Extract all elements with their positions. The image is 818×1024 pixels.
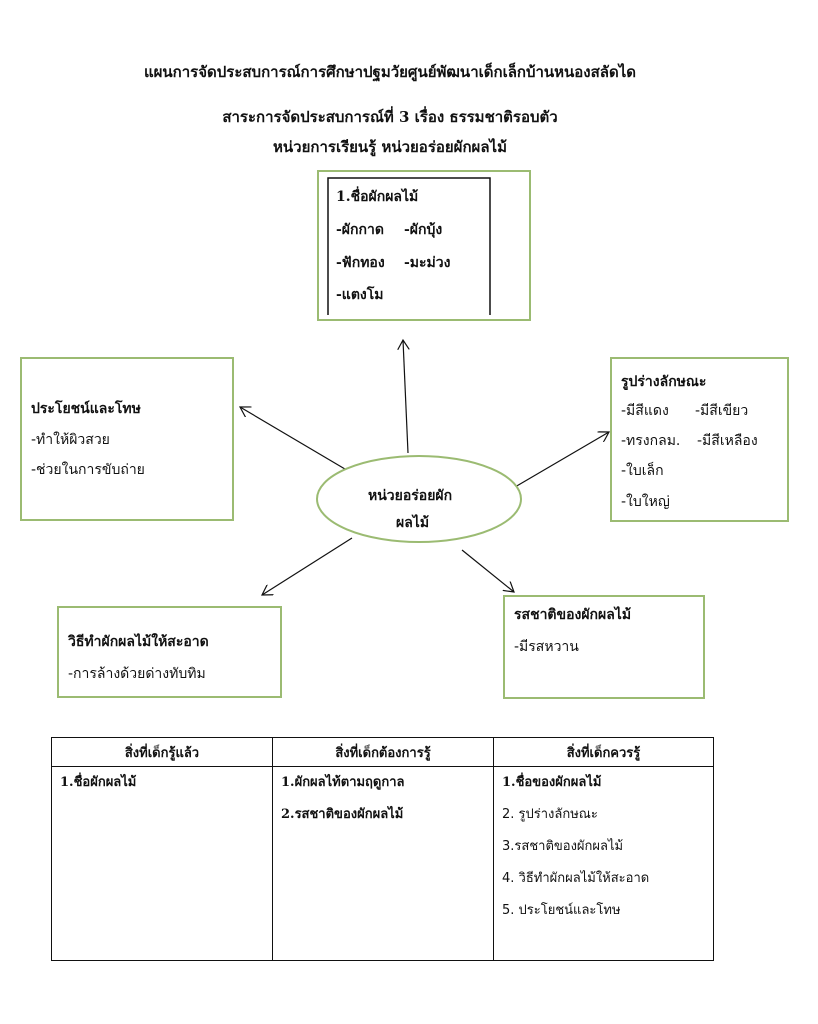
list-item: 1.ชื่อของผักผลไม้ (502, 775, 602, 790)
list-item: 3.รสชาติของผักผลไม้ (502, 839, 624, 854)
list-item: 2. รูปร่างลักษณะ (502, 807, 598, 822)
table-header-want: สิ่งที่เด็กต้องการรู้ (272, 737, 494, 767)
right-box-item: -มีสีแดง (621, 403, 669, 419)
right-box-item: -ทรงกลม. (621, 433, 681, 449)
arrow-to-right (514, 432, 609, 488)
right-box-item: -ใบเล็ก (621, 463, 664, 479)
right-box-title: รูปร่างลักษณะ (621, 374, 707, 390)
right-box-item: -ใบใหญ่ (621, 494, 670, 510)
table-header-known: สิ่งที่เด็กรู้แล้ว (51, 737, 273, 767)
right-box-item: -มีสีเขียว (695, 403, 749, 419)
subject-title: สาระการจัดประสบการณ์ที่ 3 เรื่อง ธรรมชาต… (222, 108, 558, 126)
list-item: 2.รสชาติของผักผลไม้ (281, 807, 404, 822)
list-item: 5. ประโยชน์และโทษ (502, 903, 621, 918)
table-cell-want: 1.ผักผลไท้ตามฤดูกาล 2.รสชาติของผักผลไม้ (272, 766, 494, 961)
list-item: 1.ผักผลไท้ตามฤดูกาล (281, 775, 405, 790)
bottom-left-box-item: -การล้างด้วยด่างทับทิม (68, 666, 206, 682)
bottom-right-box (503, 595, 705, 699)
arrow-to-bottom-left (262, 537, 353, 595)
arrow-to-bottom-right (461, 549, 514, 592)
arrow-to-top (403, 340, 408, 454)
list-item: 1.ชื่อผักผลไม้ (60, 775, 137, 790)
table-cell-known: 1.ชื่อผักผลไม้ (51, 766, 273, 961)
bottom-left-box (57, 606, 282, 698)
right-box-item: -มีสีเหลือง (697, 433, 758, 449)
right-box (610, 357, 789, 522)
left-box-item: -ช่วยในการขับถ่าย (31, 462, 145, 478)
left-box-title: ประโยชน์และโทษ (31, 401, 141, 417)
top-box-inner-frame (327, 177, 491, 315)
left-box (20, 357, 234, 521)
center-ellipse (316, 455, 522, 543)
center-label-1: หน่วยอร่อยผัก (368, 488, 453, 504)
unit-title: หน่วยการเรียนรู้ หน่วยอร่อยผักผลไม้ (273, 138, 507, 156)
bottom-left-box-title: วิธีทำผักผลไม้ให้สะอาด (68, 634, 209, 650)
bottom-right-box-title: รสชาติของผักผลไม้ (514, 607, 632, 623)
center-label-2: ผลไม้ (396, 515, 430, 531)
bottom-right-box-item: -มีรสหวาน (514, 639, 579, 655)
plan-title: แผนการจัดประสบการณ์การศึกษาปฐมวัยศูนย์พั… (143, 63, 637, 81)
table-cell-should: 1.ชื่อของผักผลไม้ 2. รูปร่างลักษณะ 3.รสช… (493, 766, 714, 961)
knowledge-table: สิ่งที่เด็กรู้แล้ว สิ่งที่เด็กต้องการรู้… (51, 737, 714, 961)
arrow-to-left (240, 407, 351, 473)
top-box-item: -ฟักทอง (336, 255, 385, 271)
top-box-item: -มะม่วง (404, 255, 451, 271)
left-box-item: -ทำให้ผิวสวย (31, 432, 110, 448)
top-box-item: -ผักบุ้ง (404, 222, 443, 238)
top-box-item: -แตงโม (336, 287, 384, 303)
top-box (317, 170, 531, 321)
top-box-item: -ผักกาด (336, 222, 384, 238)
table-header-should: สิ่งที่เด็กควรรู้ (493, 737, 714, 767)
list-item: 4. วิธีทำผักผลไม้ให้สะอาด (502, 871, 650, 886)
top-box-title: 1.ชื่อผักผลไม้ (336, 189, 419, 205)
